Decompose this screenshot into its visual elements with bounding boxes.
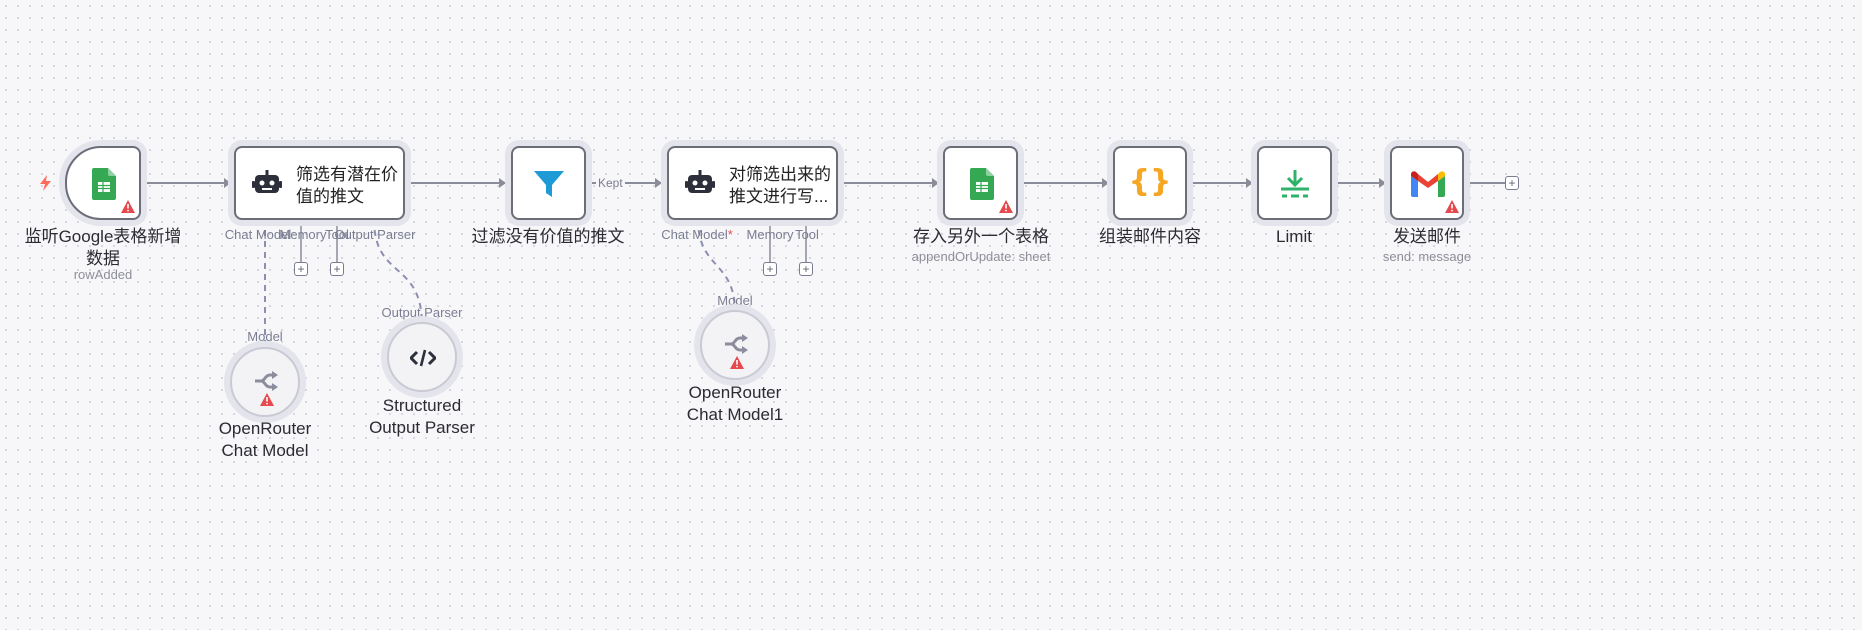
node-label: 监听Google表格新增 数据 xyxy=(24,227,182,268)
node-label: OpenRouter Chat Model xyxy=(218,419,312,460)
port-label-output-parser: Output Parser xyxy=(334,227,416,242)
warning-icon xyxy=(121,200,135,213)
node-title: 对筛选出来的 推文进行写... xyxy=(729,165,831,206)
node-agent-write[interactable]: 对筛选出来的 推文进行写... xyxy=(667,146,838,220)
sub-port-label: Model xyxy=(717,293,753,308)
node-label: 发送邮件 xyxy=(1393,227,1461,246)
warning-icon xyxy=(730,356,744,369)
add-tool-button[interactable]: + xyxy=(799,262,813,276)
node-label: Structured Output Parser xyxy=(369,396,475,437)
add-memory-button[interactable]: + xyxy=(294,262,308,276)
node-gmail[interactable] xyxy=(1390,146,1464,220)
node-structured-output-parser[interactable] xyxy=(387,322,457,392)
port-label-tool: Tool xyxy=(325,227,349,242)
add-memory-button[interactable]: + xyxy=(763,262,777,276)
limit-icon xyxy=(1281,170,1309,198)
node-subtitle: rowAdded xyxy=(73,267,133,282)
port-label-chat-model: Chat Model* xyxy=(661,227,733,242)
code-icon xyxy=(410,349,436,367)
warning-icon xyxy=(1445,200,1459,213)
add-node-button[interactable]: + xyxy=(1505,176,1519,190)
node-subtitle: send: message xyxy=(1382,249,1472,264)
port-label-memory: Memory xyxy=(746,227,794,242)
sub-port-label: Output Parser xyxy=(381,305,463,320)
robot-icon xyxy=(685,170,715,193)
node-agent-filter-tweets[interactable]: 筛选有潜在价 值的推文 xyxy=(234,146,405,220)
edge-parser-agent1 xyxy=(373,218,423,326)
warning-icon xyxy=(260,393,274,406)
node-label: 存入另外一个表格 xyxy=(913,227,1049,246)
node-openrouter-chat-model1[interactable] xyxy=(700,310,770,380)
robot-icon xyxy=(252,170,282,193)
node-sheets-save[interactable] xyxy=(943,146,1018,220)
openrouter-icon xyxy=(725,334,748,354)
warning-icon xyxy=(999,200,1013,213)
port-label-tool: Tool xyxy=(795,227,819,242)
node-openrouter-chat-model[interactable] xyxy=(230,347,300,417)
sub-port-label: Model xyxy=(247,329,283,344)
node-filter[interactable] xyxy=(511,146,586,220)
node-label: Limit xyxy=(1276,227,1312,246)
edge-label-kept: Kept xyxy=(596,176,625,190)
filter-icon xyxy=(534,171,564,197)
node-title: 筛选有潜在价 值的推文 xyxy=(296,165,398,206)
add-tool-button[interactable]: + xyxy=(330,262,344,276)
edge-openrouter2-agent2 xyxy=(697,218,736,313)
node-compose-email[interactable]: {} xyxy=(1113,146,1187,220)
node-limit[interactable] xyxy=(1257,146,1332,220)
node-label: 组装邮件内容 xyxy=(1099,227,1201,246)
node-sheets-trigger[interactable] xyxy=(65,146,141,220)
node-label: 过滤没有价值的推文 xyxy=(471,227,625,246)
port-label-memory: Memory xyxy=(279,227,327,242)
bolt-icon xyxy=(40,175,51,191)
openrouter-icon xyxy=(255,371,278,391)
port-label-chat-model: Chat Model xyxy=(224,227,292,242)
google-sheets-icon xyxy=(92,168,116,200)
gmail-icon xyxy=(1411,171,1445,197)
node-subtitle: appendOrUpdate: sheet xyxy=(911,249,1051,264)
google-sheets-icon xyxy=(970,168,994,200)
braces-icon: {} xyxy=(1128,164,1172,199)
node-label: OpenRouter Chat Model1 xyxy=(686,383,784,424)
